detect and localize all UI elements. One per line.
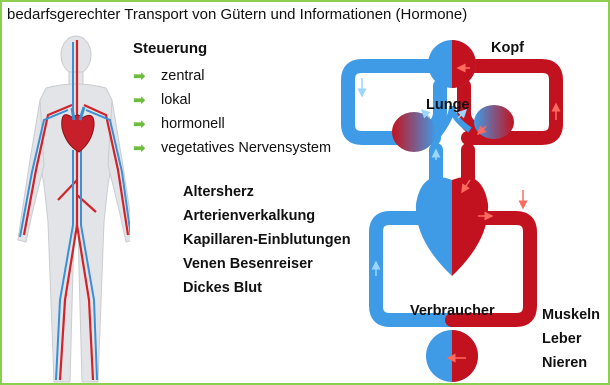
organs-list: Muskeln Leber Nieren <box>542 303 600 375</box>
lunge-label: Lunge <box>426 97 470 113</box>
verbraucher-label: Verbraucher <box>410 303 495 319</box>
kopf-label: Kopf <box>491 40 524 56</box>
organ-item: Muskeln <box>542 303 600 327</box>
organ-item: Leber <box>542 327 600 351</box>
organ-item: Nieren <box>542 351 600 375</box>
